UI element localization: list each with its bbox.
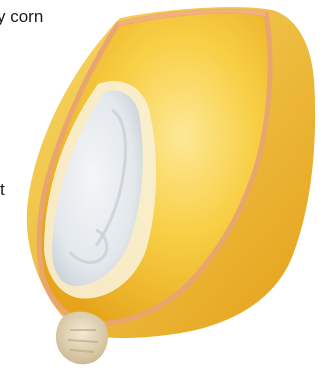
tip-cap [56,312,108,365]
